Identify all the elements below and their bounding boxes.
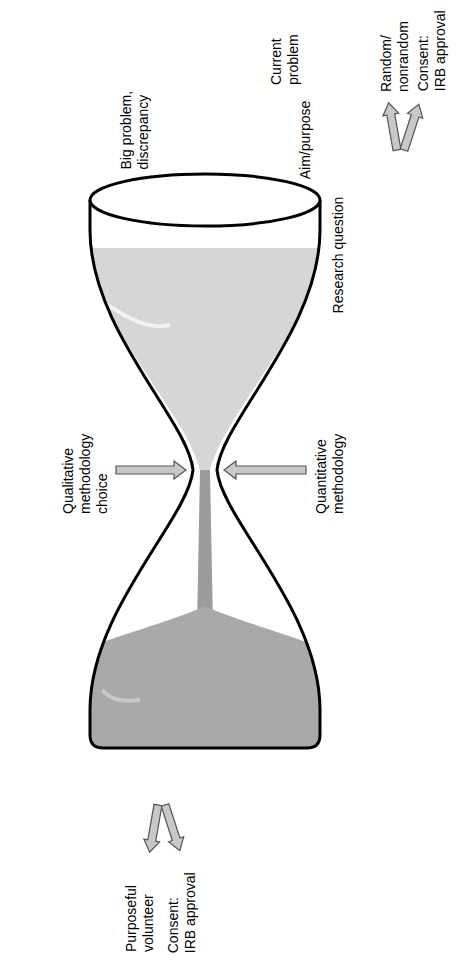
hourglass-mouth [90, 174, 320, 226]
block-arrow [157, 803, 187, 854]
annotation-label: Quantitative methodology [313, 426, 347, 514]
annotation-label: Research question [330, 197, 347, 314]
block-arrow [116, 461, 186, 479]
sand-stream [197, 470, 213, 625]
annotation-label: Current problem [268, 15, 302, 85]
annotation-label: Big problem, discrepancy [118, 75, 152, 170]
annotation-label: Purposeful volunteer [123, 872, 157, 952]
highlight [102, 690, 140, 701]
annotation-label: Consent: IRB approval [415, 9, 449, 92]
sand [80, 248, 330, 760]
upper-sand [90, 248, 320, 470]
annotation-label: Consent: IRB approval [165, 871, 199, 954]
annotation-label: Aim/purpose [297, 101, 314, 180]
annotation-label: Qualitative methodology choice [60, 426, 110, 514]
block-arrow [396, 102, 426, 153]
lower-sand [80, 606, 330, 760]
block-arrow [224, 461, 306, 479]
hourglass-outline [90, 200, 320, 748]
annotation-label: Random/ nonrandom [378, 12, 412, 92]
